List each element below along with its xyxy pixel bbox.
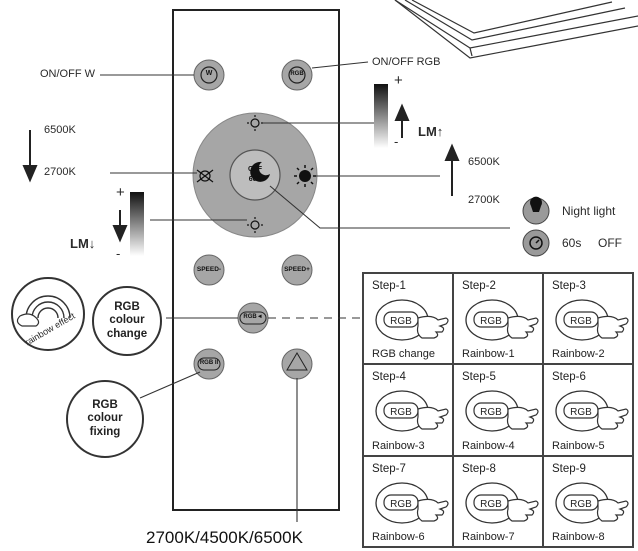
lm-up-minus: - [394,134,399,149]
rgb-press-icon: RGB [555,299,629,341]
cct-6500k-left-label: 6500K [44,124,76,136]
night-light-label: Night light [562,204,616,218]
lm-up-plus: + [394,72,403,89]
cct-2700k-left-label: 2700K [44,166,76,178]
on-off-rgb-button [281,59,313,91]
on-off-w-label: ON/OFF W [40,68,95,80]
on-off-rgb-label: ON/OFF RGB [372,56,441,68]
step-caption: Rainbow-4 [462,439,515,452]
step-caption: Rainbow-2 [552,348,605,361]
rgb-press-text: RGB [390,499,412,510]
step-caption: Rainbow-3 [372,439,425,452]
step-label: Step-5 [462,371,496,384]
w-button-label[interactable]: W [205,70,213,77]
step-caption: Rainbow-6 [372,531,425,543]
step-label: Step-8 [462,462,496,475]
lm-down-gradient [130,192,144,256]
timer-off-label: OFF [598,236,622,250]
rgb-colour-fixing-text: RGB colour fixing [87,399,123,438]
rgb-press-icon: RGB [555,390,629,432]
lm-up-label: LM↑ [418,124,444,139]
cct-6500k-right-label: 6500K [468,156,500,168]
cct-2700k-right-label: 2700K [468,194,500,206]
step-label: Step-3 [552,280,586,292]
step-caption: Rainbow-8 [552,531,605,543]
ceiling-panel-illustration [394,0,638,59]
off-60s-label[interactable]: 60S [248,176,262,183]
rgb-colour-fixing-bubble: RGB colour fixing [66,380,144,458]
rgb-press-text: RGB [390,316,412,327]
rgb-press-icon: RGB [465,482,539,524]
rgb-press-icon: RGB [465,390,539,432]
lm-up-gradient [374,84,388,148]
rgb-press-icon: RGB [375,482,449,524]
rgb-press-text: RGB [480,316,502,327]
speed-plus-button [281,254,313,286]
step-label: Step-2 [462,280,496,292]
rgb-press-icon: RGB [555,482,629,524]
rgb-press-icon: RGB [375,390,449,432]
step-caption: Rainbow-5 [552,439,605,452]
step-label: Step-7 [372,462,406,475]
rgb-press-text: RGB [390,407,412,418]
lm-down-label: LM↓ [70,236,96,251]
step-caption: Rainbow-1 [462,348,515,361]
rgb-press-text: RGB [570,499,592,510]
cct-cycle-label: 2700K/4500K/6500K [146,528,303,547]
rgb-press-text: RGB [480,499,502,510]
rgb-fix-label[interactable]: RGB II [199,360,219,366]
step-caption: Rainbow-7 [462,531,515,543]
rgb-colour-change-text: RGB colour change [106,301,148,340]
lm-down-plus: + [116,184,125,201]
rgb-press-icon: RGB [465,299,539,341]
rainbow-effect-icon [11,277,85,351]
rgb-press-text: RGB [570,407,592,418]
rgb-press-icon: RGB [375,299,449,341]
step-caption: RGB change [372,348,435,361]
lm-down-minus: - [116,246,121,261]
rgb-press-text: RGB [570,316,592,327]
rgb-fix-button [193,348,225,380]
step-label: Step-4 [372,371,406,384]
off-label[interactable]: OFF [248,166,262,173]
rgb-change-label[interactable]: RGB◄ [243,314,263,320]
rgb-press-text: RGB [480,407,502,418]
step-label: Step-9 [552,462,586,475]
rgb-colour-change-bubble: RGB colour change [92,286,162,356]
speed-minus-label[interactable]: SPEED- [196,266,222,273]
rgb-button-label[interactable]: RGB [290,71,304,77]
step-label: Step-6 [552,371,586,384]
speed-minus-button [193,254,225,286]
step-label: Step-1 [372,280,406,292]
speed-plus-label[interactable]: SPEED+ [284,266,310,273]
timer-label: 60s [562,236,582,250]
